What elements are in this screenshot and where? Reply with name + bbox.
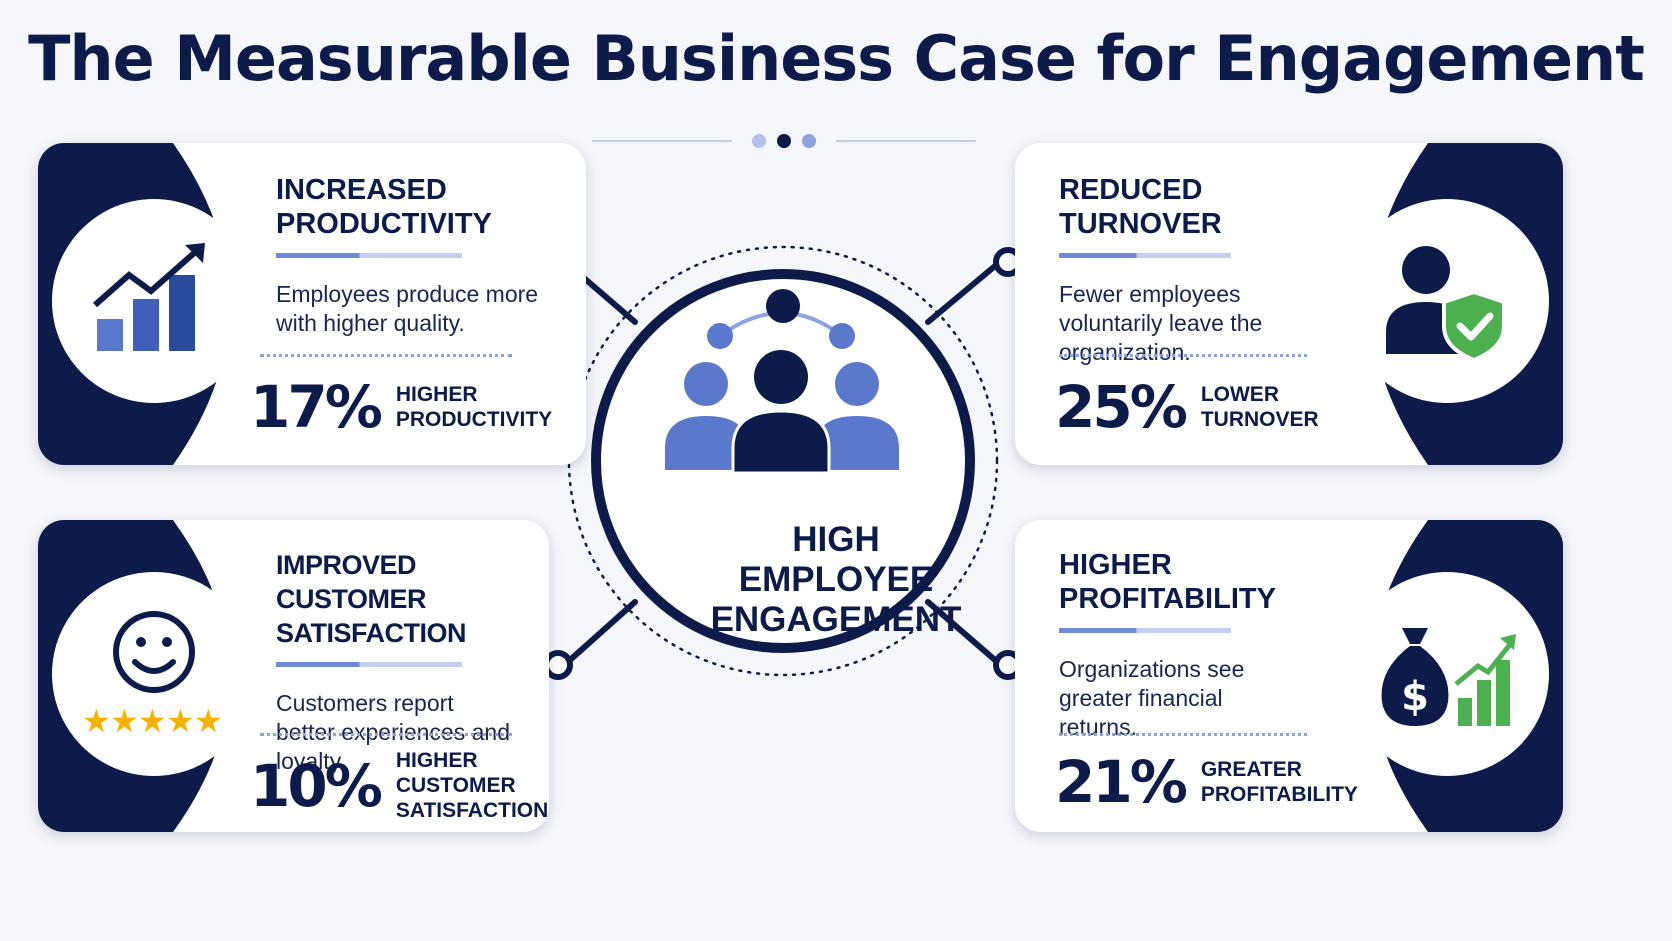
stat-label-line: SATISFACTION <box>395 799 549 822</box>
card-customer-satisfaction: ★ ★ ★ ★ ★ IMPROVED CUSTOMER SATISFACTION… <box>38 520 549 832</box>
connector-node <box>543 650 573 680</box>
title-divider-right <box>836 140 976 142</box>
card-divider <box>1059 354 1307 357</box>
card-heading-line: TURNOVER <box>1059 208 1222 240</box>
stat-label-line: PROFITABILITY <box>1200 783 1358 806</box>
card-stat: 25% LOWER TURNOVER <box>1055 373 1319 441</box>
svg-text:★: ★ <box>194 702 223 740</box>
card-stat: 17% HIGHER PRODUCTIVITY <box>250 373 552 441</box>
team-people-icon <box>665 289 899 475</box>
card-description: Fewer employees voluntarily leave the or… <box>1059 281 1263 365</box>
stat-label: LOWER TURNOVER <box>1201 382 1319 432</box>
card-heading-line: REDUCED <box>1059 174 1203 206</box>
card-turnover: REDUCED TURNOVER Fewer employees volunta… <box>1015 143 1563 465</box>
hub-dotted-ring <box>567 245 999 677</box>
heading-underline <box>1059 628 1231 633</box>
svg-text:$: $ <box>1401 674 1429 720</box>
icon-circle: $ <box>1345 572 1549 776</box>
card-heading: IMPROVED CUSTOMER SATISFACTION <box>276 548 549 650</box>
card-productivity: INCREASED PRODUCTIVITY Employees produce… <box>38 143 586 465</box>
stat-label-line: LOWER <box>1200 383 1279 406</box>
hub-label: HIGH EMPLOYEE ENGAGEMENT <box>690 520 982 640</box>
card-content: HIGHER PROFITABILITY Organizations see g… <box>1059 548 1359 742</box>
stat-value: 21% <box>1055 748 1188 816</box>
svg-text:★: ★ <box>138 702 167 740</box>
stat-label-line: HIGHER <box>395 383 478 406</box>
connector-top-right <box>925 263 998 325</box>
icon-circle <box>1345 199 1549 403</box>
card-heading-line: IMPROVED <box>276 550 417 580</box>
connector-bottom-left <box>567 599 638 663</box>
card-heading: INCREASED PRODUCTIVITY <box>276 173 576 241</box>
card-content: REDUCED TURNOVER Fewer employees volunta… <box>1059 173 1359 367</box>
card-description: Employees produce more with higher quali… <box>276 281 539 336</box>
svg-text:★: ★ <box>166 702 195 740</box>
stat-label-line: CUSTOMER <box>395 774 516 797</box>
stat-value: 25% <box>1055 373 1188 441</box>
hub-label-line: HIGH <box>792 520 880 559</box>
card-stat: 10% HIGHER CUSTOMER SATISFACTION <box>250 748 548 823</box>
icon-circle: ★ ★ ★ ★ ★ <box>52 572 256 776</box>
svg-text:★: ★ <box>110 702 139 740</box>
person-shield-icon <box>1386 246 1506 363</box>
card-divider <box>260 733 512 736</box>
rising-bar-chart-icon <box>93 243 205 351</box>
smiley-five-stars-icon: ★ ★ ★ ★ ★ <box>82 611 223 740</box>
stat-label-line: GREATER <box>1200 758 1302 781</box>
svg-text:★: ★ <box>82 702 111 740</box>
divider-dot <box>802 134 816 148</box>
stat-label-line: PRODUCTIVITY <box>395 408 553 431</box>
card-divider <box>1059 733 1307 736</box>
heading-underline <box>276 253 462 258</box>
hub-label-line: ENGAGEMENT <box>710 600 962 639</box>
stat-label: GREATER PROFITABILITY <box>1201 757 1358 807</box>
card-heading-line: PRODUCTIVITY <box>276 208 492 240</box>
connector-bottom-right <box>925 599 998 663</box>
stat-value: 10% <box>250 751 383 820</box>
card-content: IMPROVED CUSTOMER SATISFACTION Customers… <box>276 548 549 776</box>
stat-value: 17% <box>250 373 383 441</box>
card-heading-line: PROFITABILITY <box>1059 583 1276 615</box>
card-divider <box>260 354 512 357</box>
card-heading-line: CUSTOMER SATISFACTION <box>276 584 467 648</box>
stat-label-line: TURNOVER <box>1200 408 1319 431</box>
money-bag-growth-icon: $ <box>1381 628 1516 726</box>
stat-label-line: HIGHER <box>395 749 478 772</box>
title-divider-left <box>592 140 732 142</box>
divider-dot-active <box>777 134 791 148</box>
hub-label-line: EMPLOYEE <box>738 560 934 599</box>
card-content: INCREASED PRODUCTIVITY Employees produce… <box>276 173 576 338</box>
page-title: The Measurable Business Case for Engagem… <box>28 22 1645 95</box>
card-profitability: $ HIGHER PROFITABILITY Organizations see… <box>1015 520 1563 832</box>
icon-circle <box>52 199 256 403</box>
card-heading-line: INCREASED <box>276 174 447 206</box>
stat-label: HIGHER PRODUCTIVITY <box>396 382 552 432</box>
heading-underline <box>276 662 462 667</box>
star-rating: ★ ★ ★ ★ ★ <box>82 702 223 740</box>
card-stat: 21% GREATER PROFITABILITY <box>1055 748 1358 816</box>
card-heading: HIGHER PROFITABILITY <box>1059 548 1359 616</box>
card-description: Customers report better experiences and … <box>276 690 510 774</box>
card-description: Organizations see greater financial retu… <box>1059 656 1245 740</box>
stat-label: HIGHER CUSTOMER SATISFACTION <box>396 748 548 823</box>
divider-dot <box>752 134 766 148</box>
card-heading-line: HIGHER <box>1059 549 1172 581</box>
heading-underline <box>1059 253 1231 258</box>
card-heading: REDUCED TURNOVER <box>1059 173 1359 241</box>
